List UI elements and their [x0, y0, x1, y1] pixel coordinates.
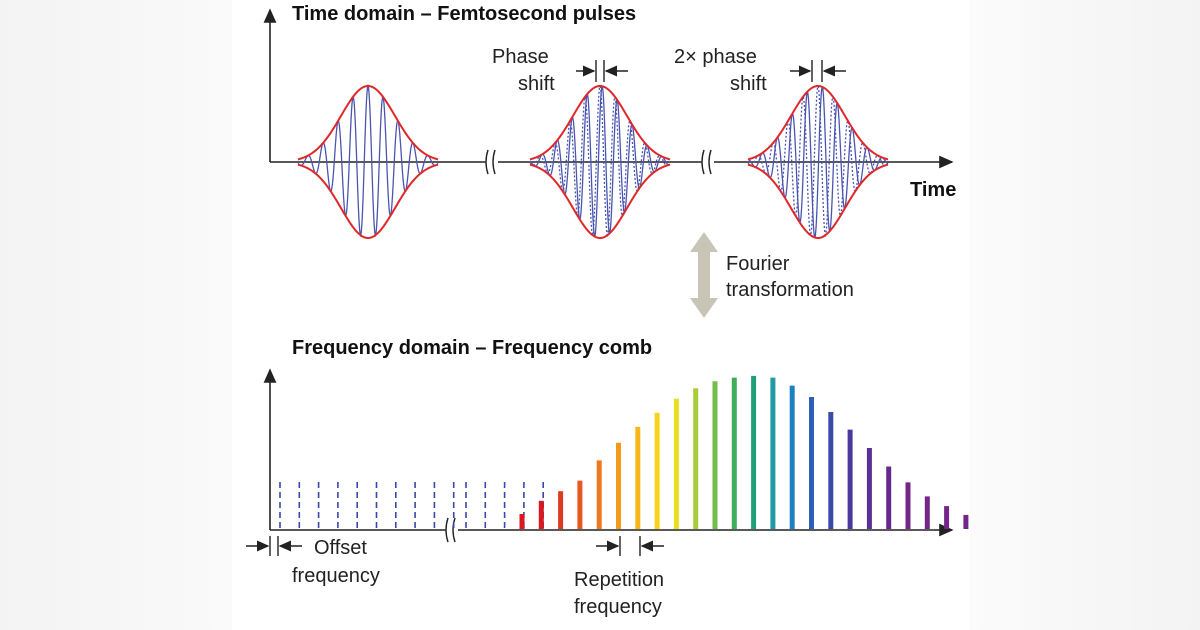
- repetition-frequency-label-line-1: Repetition: [574, 569, 664, 591]
- double-phase-shift-marker: [790, 60, 846, 82]
- phase-shift-label-line-1: Phase: [492, 46, 549, 68]
- reference-carrier-dotted: [747, 83, 889, 238]
- fourier-double-arrow: [690, 232, 718, 318]
- frequency-axis-break: [445, 517, 456, 543]
- envelope-upper: [747, 84, 889, 161]
- envelope-lower: [529, 163, 671, 240]
- envelope-lower: [297, 163, 439, 240]
- envelope-upper: [529, 84, 671, 161]
- envelope-lower: [747, 163, 889, 240]
- carrier-wave: [297, 83, 439, 238]
- left-background: [0, 0, 232, 630]
- repetition-frequency-marker: [596, 536, 664, 556]
- carrier-wave: [747, 86, 889, 239]
- pulse-2-phase-shifted: [529, 83, 671, 240]
- offset-frequency-label-line-2: frequency: [292, 565, 380, 587]
- time-axis-label: Time: [910, 179, 956, 201]
- time-axis-break-2: [701, 149, 712, 175]
- pulse-3-double-phase-shifted: [747, 83, 889, 240]
- fourier-label-line-1: Fourier: [726, 253, 790, 275]
- double-phase-shift-label-line-1: 2× phase: [674, 46, 757, 68]
- repetition-frequency-label-line-2: frequency: [574, 596, 662, 618]
- offset-frequency-label-line-1: Offset: [314, 537, 367, 559]
- envelope-upper: [297, 84, 439, 161]
- frequency-domain-title: Frequency domain – Frequency comb: [292, 337, 652, 359]
- reference-carrier-dotted: [529, 83, 671, 238]
- phase-shift-marker: [576, 60, 628, 82]
- color-comb-lines: [519, 375, 969, 529]
- time-axis-break-1: [485, 149, 496, 175]
- phase-shift-label-line-2: shift: [518, 73, 555, 95]
- offset-frequency-marker: [246, 536, 302, 556]
- pulse-1: [297, 83, 439, 240]
- dashed-comb-lines: [279, 480, 545, 528]
- frequency-comb-diagram: Time domain – Femtosecond pulses Time Ph…: [246, 3, 969, 618]
- right-background: [970, 0, 1200, 630]
- time-domain-title: Time domain – Femtosecond pulses: [292, 3, 636, 25]
- fourier-label-line-2: transformation: [726, 279, 854, 301]
- diagram-panel: Time domain – Femtosecond pulses Time Ph…: [232, 0, 970, 630]
- double-phase-shift-label-line-2: shift: [730, 73, 767, 95]
